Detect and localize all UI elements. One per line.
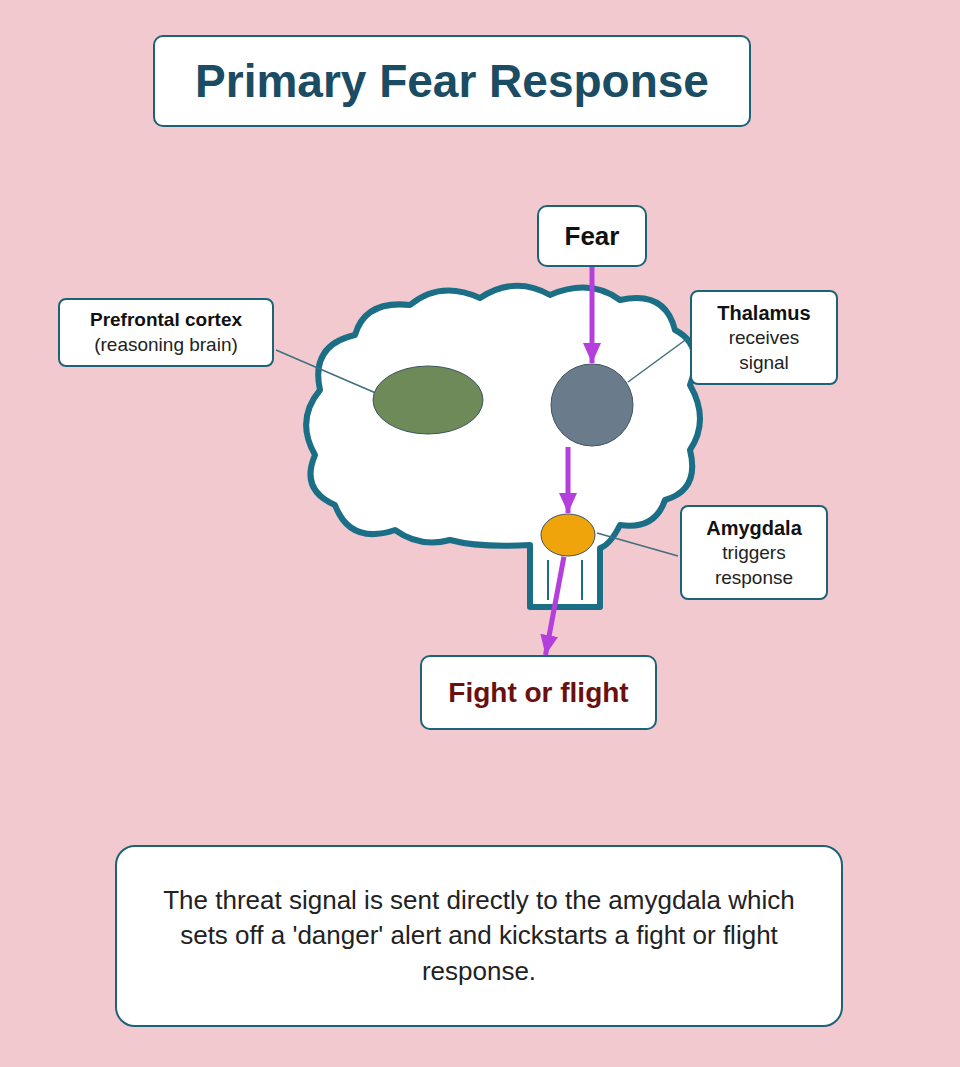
callout-heading: Thalamus: [704, 300, 824, 326]
signal-arrow: [546, 557, 564, 655]
brain-region: [541, 514, 595, 556]
amygdala: Amygdalatriggers response: [540, 513, 596, 557]
title-text: Primary Fear Response: [195, 54, 709, 108]
callout-text: triggers response: [694, 541, 814, 590]
callout-heading: Amygdala: [694, 515, 814, 541]
leader-line: [276, 350, 378, 394]
callout-box: Thalamusreceives signal: [690, 290, 838, 385]
node-label: Fear: [565, 221, 620, 252]
callout-text: receives signal: [704, 326, 824, 375]
fear-box: Fear: [537, 205, 647, 267]
brain-stem-detail: [548, 560, 582, 600]
signal-arrow: [566, 447, 571, 513]
signal-arrow: [590, 267, 595, 363]
caption-box: The threat signal is sent directly to th…: [115, 845, 843, 1027]
leader-line: [597, 533, 678, 556]
leader-line: [628, 338, 688, 382]
brain-region: [551, 364, 633, 446]
shape-outline: [372, 365, 484, 435]
thalamus: Thalamusreceives signal: [550, 363, 634, 447]
shape-outline: [550, 363, 634, 447]
shape-outline: [540, 513, 596, 557]
prefrontal-cortex: Prefrontal cortex(reasoning brain): [372, 365, 484, 435]
callout-text: (reasoning brain): [72, 333, 260, 358]
fight-or-flight-box: Fight or flight: [420, 655, 657, 730]
node-label: Fight or flight: [448, 677, 628, 709]
title-box: Primary Fear Response: [153, 35, 751, 127]
caption-text: The threat signal is sent directly to th…: [145, 883, 813, 988]
callout-box: Amygdalatriggers response: [680, 505, 828, 600]
brain-region: [373, 366, 483, 434]
callout-heading: Prefrontal cortex: [72, 308, 260, 333]
callout-box: Prefrontal cortex(reasoning brain): [58, 298, 274, 367]
brain-outline: [306, 286, 700, 607]
